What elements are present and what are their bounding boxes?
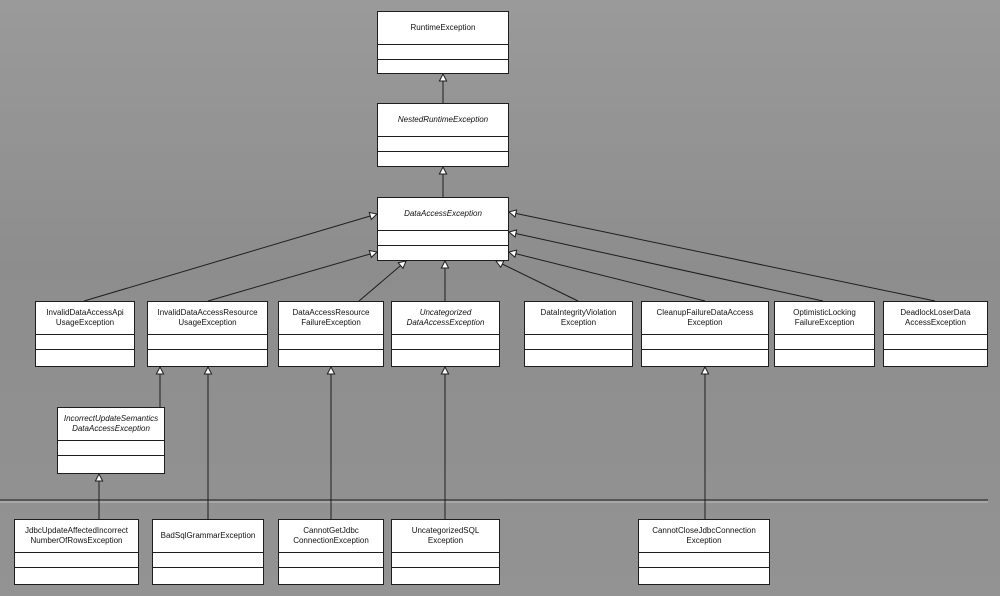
generalization-arrowhead-icon	[438, 72, 448, 82]
class-nested-runtime-exception: NestedRuntimeException	[377, 103, 509, 167]
class-attributes	[378, 137, 508, 152]
generalization-arrowhead-icon	[94, 472, 104, 482]
class-bad-sql-grammar-exception: BadSqlGrammarException	[152, 519, 264, 585]
class-operations	[392, 568, 499, 582]
class-operations	[775, 350, 874, 364]
generalization-arrowhead-icon	[507, 249, 518, 259]
class-operations	[378, 246, 508, 260]
class-attributes	[15, 553, 138, 568]
generalization-arrowhead-icon	[507, 209, 518, 218]
class-attributes	[279, 335, 383, 350]
class-operations	[884, 350, 987, 364]
class-operations	[642, 350, 768, 364]
generalization-arrowhead-icon	[700, 365, 710, 375]
generalization-arrowhead-icon	[155, 365, 165, 375]
class-attributes	[36, 335, 134, 350]
class-operations	[36, 350, 134, 364]
inheritance-line-cleanup-failure-data-access	[508, 251, 706, 302]
inheritance-line-invalid-data-access-resource-usage	[207, 251, 378, 302]
class-name: BadSqlGrammarException	[153, 520, 263, 553]
class-attributes	[775, 335, 874, 350]
generalization-arrowhead-icon	[438, 165, 448, 175]
class-operations	[279, 568, 383, 582]
inheritance-line-optimistic-locking-failure	[508, 231, 824, 302]
generalization-arrowhead-icon	[203, 365, 213, 375]
class-operations	[525, 350, 632, 364]
class-attributes	[639, 553, 769, 568]
generalization-arrowhead-icon	[495, 260, 505, 269]
class-operations	[58, 456, 164, 470]
class-attributes	[58, 441, 164, 456]
class-attributes	[153, 553, 263, 568]
class-attributes	[392, 335, 499, 350]
class-attributes	[392, 553, 499, 568]
class-name: RuntimeException	[378, 12, 508, 45]
class-attributes	[525, 335, 632, 350]
generalization-arrowhead-icon	[326, 365, 336, 375]
inheritance-line-deadlock-loser-data-access	[508, 211, 936, 302]
class-attributes	[884, 335, 987, 350]
class-operations	[392, 350, 499, 364]
class-attributes	[378, 231, 508, 246]
class-data-access-exception: DataAccessException	[377, 197, 509, 261]
class-runtime-exception: RuntimeException	[377, 11, 509, 74]
class-attributes	[378, 45, 508, 60]
inheritance-line-invalid-data-access-api-usage	[83, 213, 378, 302]
class-name: DataAccessException	[378, 198, 508, 231]
generalization-arrowhead-icon	[507, 229, 518, 238]
class-operations	[378, 60, 508, 74]
class-operations	[279, 350, 383, 364]
class-operations	[378, 152, 508, 166]
class-attributes	[642, 335, 768, 350]
class-operations	[639, 568, 769, 582]
generalization-arrowhead-icon	[368, 211, 379, 221]
generalization-arrowhead-icon	[368, 249, 379, 259]
class-attributes	[279, 553, 383, 568]
class-operations	[153, 568, 263, 582]
generalization-arrowhead-icon	[440, 365, 450, 375]
inheritance-line-data-access-resource-failure	[358, 260, 407, 302]
generalization-arrowhead-icon	[440, 259, 450, 269]
inheritance-line-data-integrity-violation	[495, 260, 579, 302]
class-attributes	[148, 335, 267, 350]
class-name: NestedRuntimeException	[378, 104, 508, 137]
generalization-arrowhead-icon	[397, 260, 407, 270]
class-operations	[15, 568, 138, 582]
class-operations	[148, 350, 267, 364]
